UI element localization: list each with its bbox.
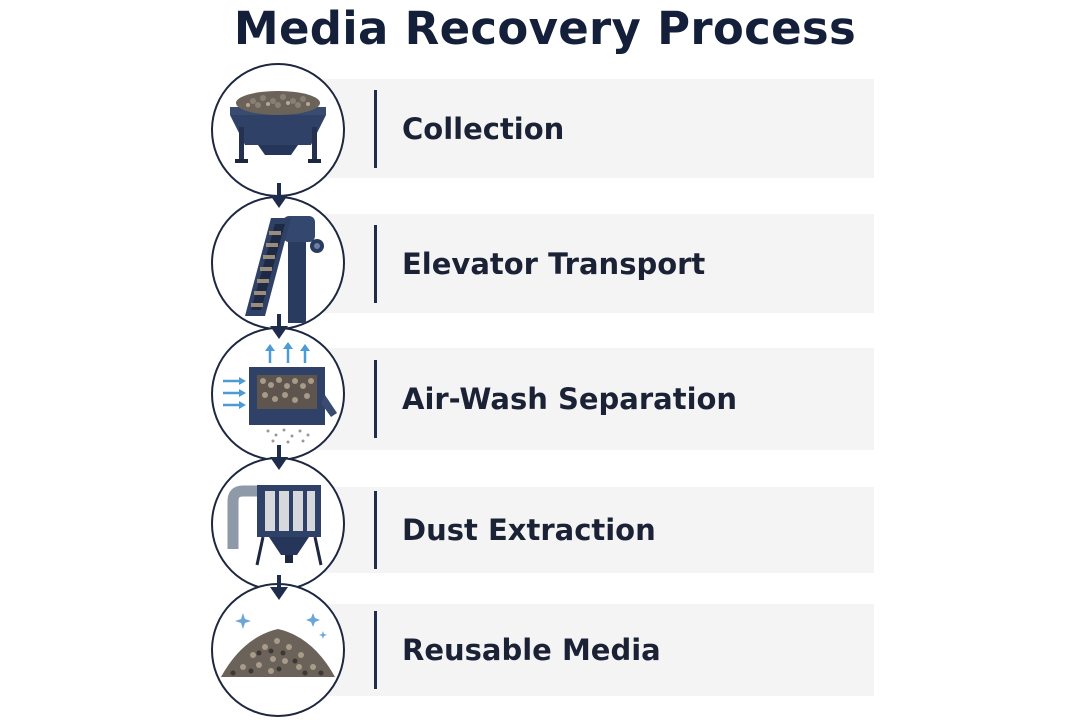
step-panel-dust-extraction: Dust Extraction bbox=[300, 487, 874, 573]
dust-collector-icon bbox=[227, 485, 323, 566]
step-circle-collection bbox=[211, 63, 345, 197]
step-panel-reusable-media: Reusable Media bbox=[300, 604, 874, 696]
divider-bar bbox=[374, 491, 377, 569]
divider-bar bbox=[374, 611, 377, 689]
step-circle-dust-extraction bbox=[211, 457, 345, 591]
divider-bar bbox=[374, 89, 377, 168]
step-circle-reusable-media bbox=[211, 583, 345, 717]
arrow-down-icon bbox=[270, 314, 288, 339]
page-title: Media Recovery Process bbox=[233, 2, 857, 55]
air-wash-separator-icon bbox=[223, 342, 337, 444]
step-panel-elevator-transport: Elevator Transport bbox=[300, 214, 874, 313]
arrow-down-icon bbox=[270, 575, 288, 600]
step-label: Air-Wash Separation bbox=[402, 382, 738, 416]
arrow-down-icon bbox=[270, 183, 288, 208]
hopper-icon bbox=[230, 91, 326, 163]
media-pile-icon bbox=[221, 613, 335, 677]
bucket-elevator-icon bbox=[245, 216, 324, 323]
divider-bar bbox=[374, 224, 377, 303]
step-label: Reusable Media bbox=[402, 633, 661, 667]
step-label: Elevator Transport bbox=[402, 246, 706, 281]
step-panel-collection: Collection bbox=[300, 79, 874, 178]
divider-bar bbox=[374, 360, 377, 438]
step-label: Dust Extraction bbox=[402, 513, 656, 547]
step-label: Collection bbox=[402, 111, 565, 146]
step-circle-elevator-transport bbox=[211, 196, 345, 330]
step-circle-air-wash-separation bbox=[211, 327, 345, 461]
arrow-down-icon bbox=[270, 445, 288, 470]
step-panel-air-wash-separation: Air-Wash Separation bbox=[300, 348, 874, 450]
